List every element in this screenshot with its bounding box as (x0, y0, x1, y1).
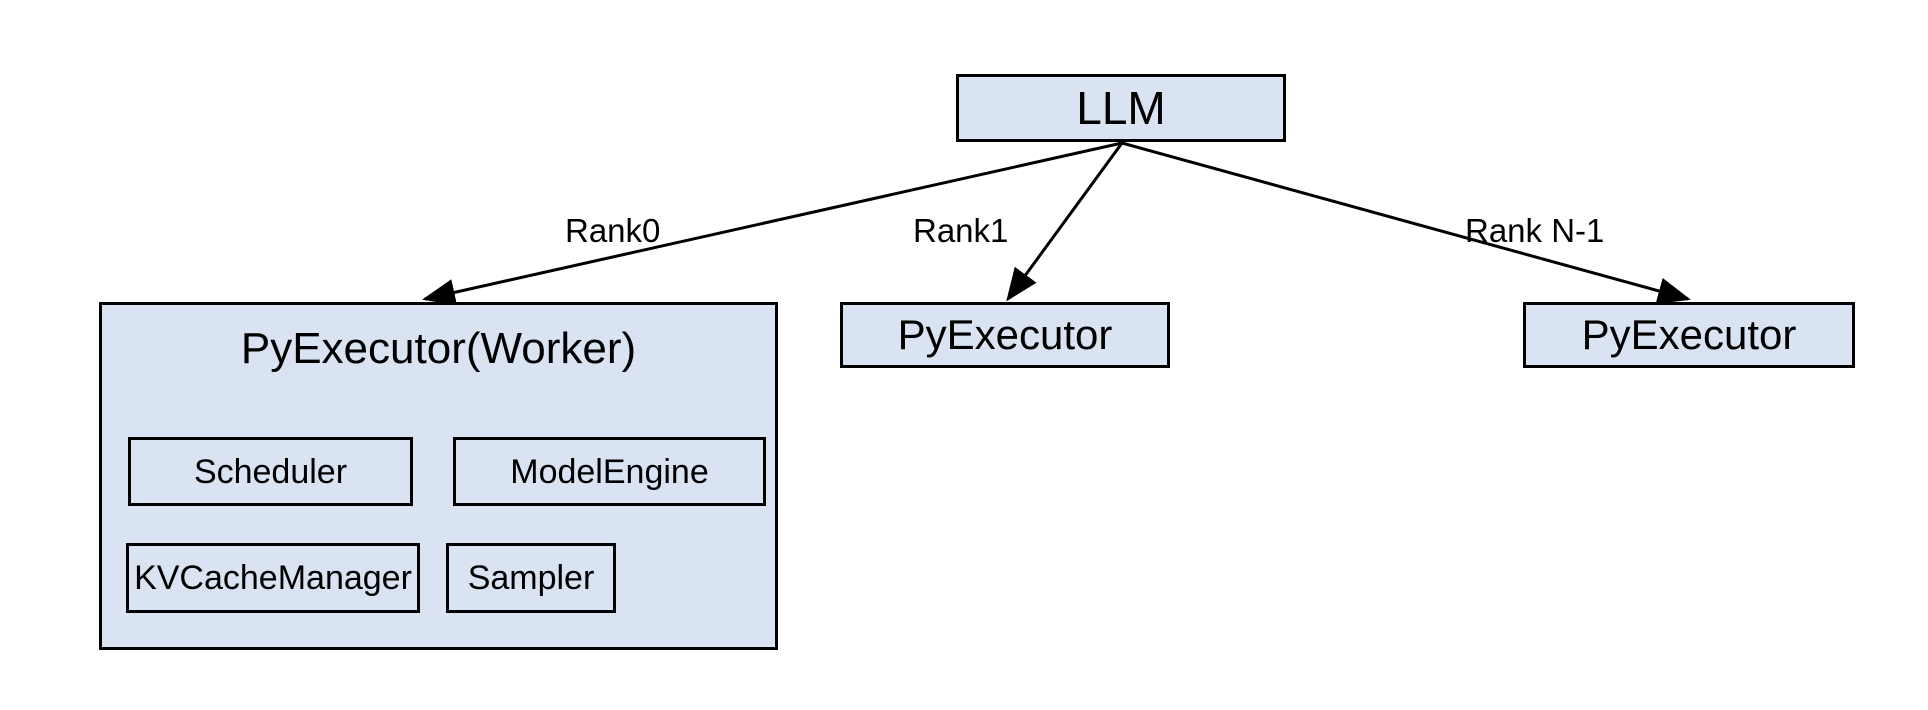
edge-llm-to-worker (422, 141, 1123, 306)
node-pyexecutor-rank-n-label: PyExecutor (1581, 311, 1797, 358)
node-pyexecutor-worker-label: PyExecutor(Worker) (240, 324, 637, 373)
edge-label-rank-n-1: Rank N-1 (1465, 212, 1605, 249)
node-kvcachemanager-label: KVCacheManager (134, 559, 412, 597)
node-sampler[interactable]: Sampler (446, 543, 616, 613)
node-llm[interactable]: LLM (956, 74, 1286, 142)
node-modelengine-label: ModelEngine (510, 452, 709, 491)
node-scheduler[interactable]: Scheduler (128, 437, 413, 506)
node-sampler-label: Sampler (467, 559, 595, 597)
edge-llm-to-pyexecutor-rank1 (1006, 142, 1124, 302)
node-pyexecutor-rank-n[interactable]: PyExecutor (1523, 302, 1855, 368)
edge-label-rank1: Rank1 (913, 212, 1009, 249)
node-modelengine[interactable]: ModelEngine (453, 437, 766, 506)
node-pyexecutor-worker[interactable]: PyExecutor(Worker) Scheduler ModelEngine… (99, 302, 778, 650)
edge-label-rank0: Rank0 (565, 212, 661, 249)
node-pyexecutor-rank1-label: PyExecutor (897, 311, 1113, 358)
node-kvcachemanager[interactable]: KVCacheManager (126, 543, 420, 613)
node-scheduler-label: Scheduler (193, 452, 348, 491)
node-llm-label: LLM (1076, 82, 1166, 134)
node-pyexecutor-rank1[interactable]: PyExecutor (840, 302, 1170, 368)
